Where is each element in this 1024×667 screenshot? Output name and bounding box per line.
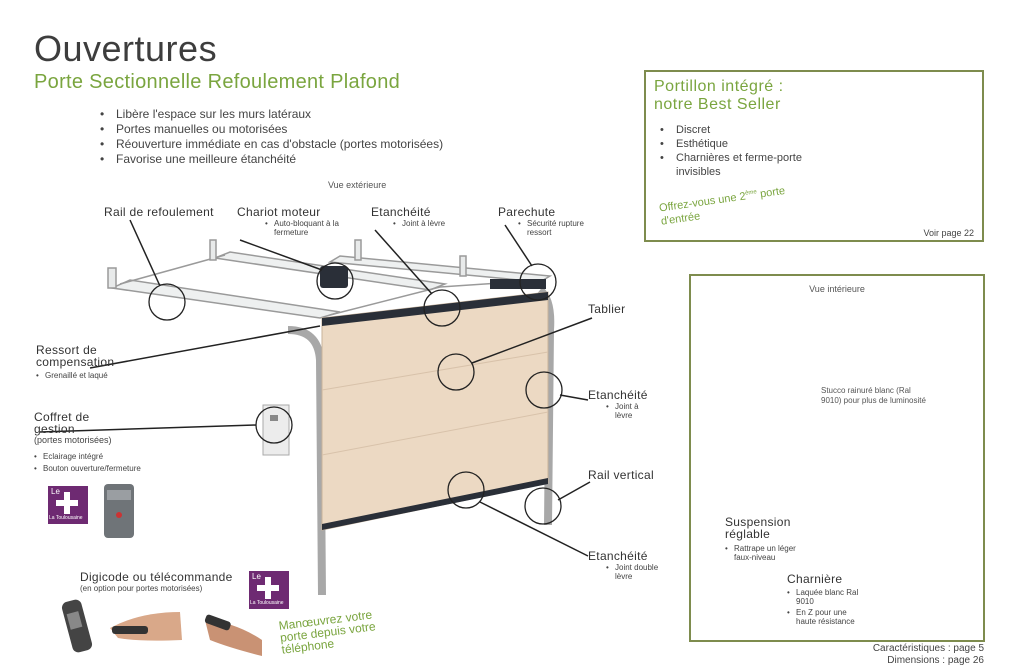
label-etancheite-top-title: Etanchéité — [371, 205, 431, 219]
label-etancheite-bottom-title: Etanchéité — [588, 549, 648, 563]
suspension-line2: réglable — [725, 527, 771, 541]
door-panel — [321, 291, 549, 531]
intro-bullet: Réouverture immédiate en cas d'obstacle … — [100, 137, 443, 152]
label-coffret-line1: Coffret de — [34, 410, 90, 424]
intro-bullets: Libère l'espace sur les murs latéraux Po… — [100, 107, 443, 167]
label-parechute: Parechute Sécurité rupture ressort — [498, 205, 598, 237]
portillon-bullet: Discret — [660, 123, 810, 137]
gadgets — [61, 484, 262, 656]
label-etancheite-right-title: Etanchéité — [588, 388, 648, 402]
label-etancheite-bottom: Etanchéité Joint double lèvre — [588, 549, 678, 581]
chariot-detail: Auto-bloquant à la fermeture — [265, 219, 367, 237]
intro-bullet: Favorise une meilleure étanchéité — [100, 152, 443, 167]
label-suspension: Suspension réglable Rattrape un léger fa… — [725, 516, 845, 562]
portillon-voir-page: Voir page 22 — [923, 228, 974, 238]
footer-refs: Caractéristiques : page 5 Dimensions : p… — [873, 643, 984, 667]
offrez-sup: ème — [744, 189, 758, 197]
label-ressort: Ressort de compensation Grenaillé et laq… — [36, 344, 176, 380]
toulousaine-text: La Toulousaine — [250, 600, 284, 606]
footer-caracteristiques: Caractéristiques : page 5 — [872, 643, 984, 654]
suspension-detail: Rattrape un léger faux-niveau — [725, 544, 815, 562]
charniere-detail: En Z pour une haute résistance — [787, 608, 867, 626]
suspension-line1: Suspension — [725, 515, 791, 529]
portillon-offrez: Offrez-vous une 2ème porte d'entrée — [658, 182, 788, 228]
footer-dimensions: Dimensions : page 26 — [887, 655, 984, 666]
label-coffret-line2: gestion — [34, 422, 75, 436]
label-tablier: Tablier — [588, 302, 626, 316]
portillon-bullet: Charnières et ferme-porte invisibles — [660, 151, 810, 179]
label-ressort-line1: Ressort de — [36, 343, 98, 357]
etancheite-top-detail: Joint à lèvre — [393, 219, 471, 228]
offrez-b: porte — [756, 184, 786, 201]
label-parechute-title: Parechute — [498, 205, 556, 219]
toulousaine-text: La Toulousaine — [49, 515, 83, 521]
label-rail-vertical: Rail vertical — [588, 468, 654, 482]
charniere-detail: Laquée blanc Ral 9010 — [787, 588, 867, 606]
label-digicode: Digicode ou télécommande — [80, 570, 233, 584]
portillon-title-line2: notre Best Seller — [654, 96, 781, 113]
stucco-label: Stucco rainuré blanc (Ral 9010) pour plu… — [821, 386, 926, 405]
label-rail-refoulement: Rail de refoulement — [104, 205, 214, 219]
page-title: Ouvertures — [34, 28, 218, 69]
parechute-detail: Sécurité rupture ressort — [518, 219, 588, 237]
label-coffret: Coffret de gestion (portes motorisées) E… — [34, 411, 194, 475]
intro-bullet: Libère l'espace sur les murs latéraux — [100, 107, 443, 122]
label-etancheite-right: Etanchéité Joint à lèvre — [588, 388, 678, 420]
toulousaine-logo-left: Le La Toulousaine — [48, 486, 88, 524]
etancheite-right-detail: Joint à lèvre — [606, 402, 648, 420]
page-subtitle: Porte Sectionnelle Refoulement Plafond — [34, 71, 401, 93]
toulousaine-logo-bottom: Le La Toulousaine — [249, 571, 289, 609]
leader-lines — [39, 219, 593, 557]
coffret-detail: Eclairage intégré — [34, 451, 194, 463]
label-etancheite-top: Etanchéité Joint à lèvre — [371, 205, 471, 228]
label-ressort-line2: compensation — [36, 355, 115, 369]
label-chariot-moteur: Chariot moteur Auto-bloquant à la fermet… — [237, 205, 367, 237]
charniere-title: Charnière — [787, 572, 843, 586]
vue-exterieure-caption: Vue extérieure — [328, 180, 387, 190]
portillon-box: Portillon intégré : notre Best Seller Di… — [644, 70, 984, 242]
interieur-box: Vue intérieure Stucco rainuré blanc (Ral… — [689, 274, 985, 642]
intro-bullet: Portes manuelles ou motorisées — [100, 122, 443, 137]
label-coffret-sub: (portes motorisées) — [34, 435, 112, 445]
vue-interieure-caption: Vue intérieure — [809, 284, 865, 294]
label-charniere: Charnière Laquée blanc Ral 9010 En Z pou… — [787, 572, 887, 626]
portillon-title-line1: Portillon intégré : — [654, 78, 784, 95]
etancheite-bottom-detail: Joint double lèvre — [606, 563, 666, 581]
coffret-detail: Bouton ouverture/fermeture — [34, 463, 194, 475]
portillon-bullet: Esthétique — [660, 137, 810, 151]
label-chariot-moteur-title: Chariot moteur — [237, 205, 321, 219]
ressort-detail: Grenaillé et laqué — [36, 371, 176, 380]
label-digicode-sub: (en option pour portes motorisées) — [80, 584, 203, 593]
